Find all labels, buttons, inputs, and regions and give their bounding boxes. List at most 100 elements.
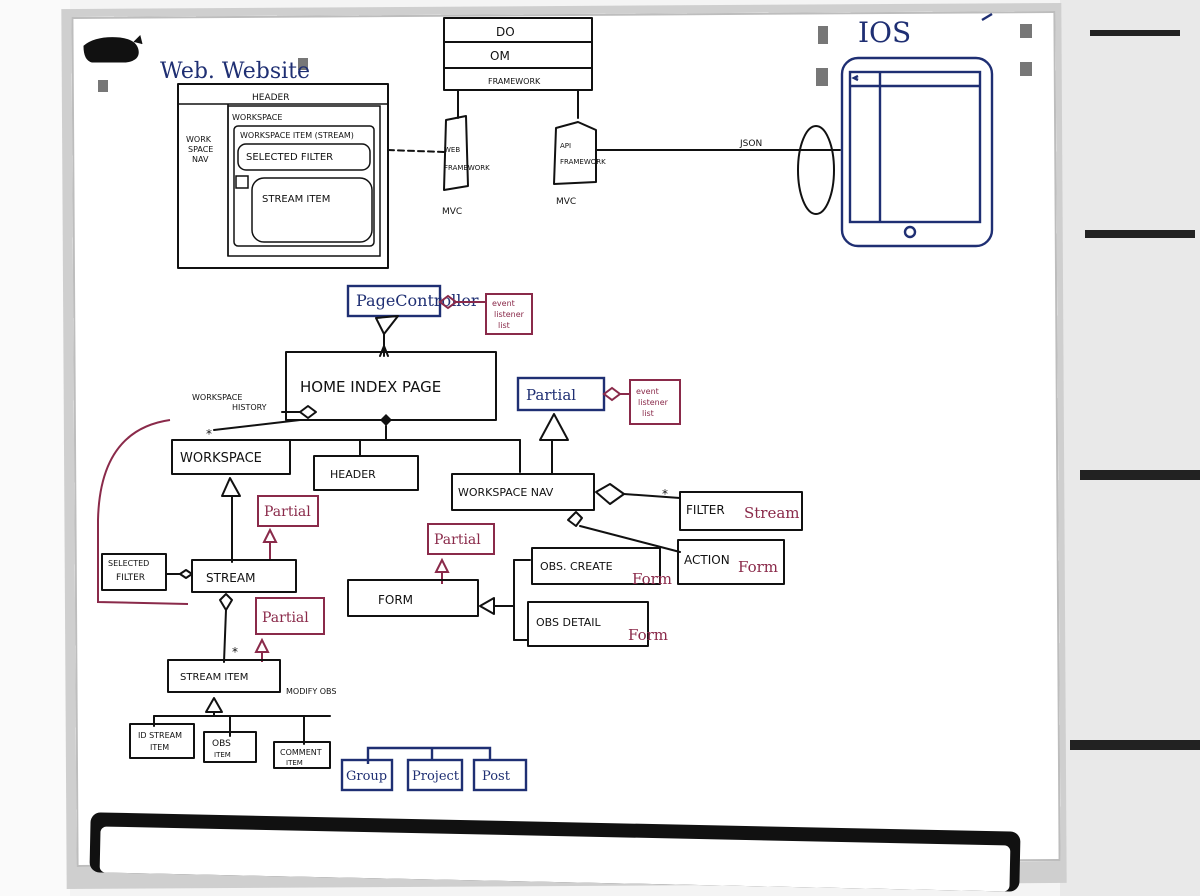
workspace-nav-label: WORKSPACE NAV	[458, 486, 554, 499]
form-label: FORM	[378, 593, 413, 607]
filter-box	[679, 491, 803, 531]
project-box	[406, 758, 464, 792]
stream-item-box	[167, 659, 281, 693]
event-listener-box-1	[485, 293, 533, 335]
framework-label: FRAMEWORK	[488, 77, 541, 86]
child-3-line2: ITEM	[286, 759, 303, 767]
obs-detail-label: OBS DETAIL	[536, 616, 602, 629]
ios-home-button	[903, 225, 917, 239]
header-box	[313, 455, 419, 491]
event-listener-1-line2: listener	[494, 310, 525, 319]
website-selected-filter-label: SELECTED FILTER	[246, 152, 333, 163]
selected-filter-diamond	[179, 569, 193, 579]
selected-filter-label-1: SELECTED	[108, 559, 149, 568]
workspace-history-2: HISTORY	[232, 403, 267, 412]
stream-diamond	[219, 593, 233, 611]
group-label: Group	[346, 769, 387, 784]
page-controller-label: PageController	[356, 291, 479, 310]
web-framework-label-2: FRAMEWORK	[444, 164, 490, 172]
api-framework	[553, 121, 597, 185]
partial-top-label: Partial	[526, 386, 576, 404]
stream-item-multiplicity: *	[232, 645, 238, 659]
website-stream-item-label: STREAM ITEM	[262, 194, 330, 205]
ios-back-arrow	[851, 74, 859, 82]
partial-2-label: Partial	[434, 532, 481, 548]
partial-top-triangle	[539, 413, 569, 441]
child-3-line1: COMMENT	[280, 748, 322, 757]
obs-create-label: OBS. CREATE	[540, 560, 613, 573]
stream-box	[191, 559, 297, 593]
web-framework-mvc: MVC	[442, 207, 462, 217]
multiplicity-star: *	[206, 427, 212, 441]
website-header-label: HEADER	[252, 93, 289, 103]
framework-stack	[443, 17, 593, 91]
shelf	[1085, 230, 1195, 238]
action-label: ACTION	[684, 553, 730, 567]
history-connector	[97, 419, 189, 605]
workspace-label: WORKSPACE	[180, 451, 262, 466]
modify-obs-label: MODIFY OBS	[286, 687, 336, 696]
website-checkbox	[235, 175, 249, 189]
website-workspace-item	[233, 125, 375, 247]
magnet	[818, 26, 828, 44]
workspace-nav-box	[451, 473, 595, 511]
partial-3-label: Partial	[262, 610, 309, 626]
event-listener-1-line3: list	[498, 321, 510, 330]
partial-1-box	[257, 495, 319, 527]
website-browser-outline	[177, 83, 389, 269]
composition-diamond	[380, 414, 392, 426]
action-suffix: Form	[738, 558, 778, 576]
website-link	[387, 149, 445, 153]
magnet	[1020, 24, 1032, 38]
child-2-line1: OBS	[212, 739, 231, 749]
web-framework-label-1: WEB	[444, 146, 460, 154]
child-id-stream-item	[129, 723, 195, 759]
group-box	[340, 758, 394, 792]
api-framework-label-1: API	[560, 142, 571, 150]
form-triangle	[479, 597, 495, 615]
website-workspace-nav-2: SPACE	[188, 145, 213, 154]
stream-item-triangle	[205, 697, 223, 713]
filter-label: FILTER	[686, 503, 725, 517]
workspace-box	[171, 439, 291, 475]
inheritance-triangle	[375, 315, 399, 335]
website-stream-item	[251, 177, 373, 243]
workspace-nav-diamond	[595, 483, 625, 505]
framework-do: DO	[496, 25, 515, 39]
home-index-page-label: HOME INDEX PAGE	[300, 378, 441, 396]
obs-detail-box	[527, 601, 649, 647]
event-listener-box-2	[629, 379, 681, 425]
partial-3-box	[255, 597, 325, 635]
magnet	[98, 80, 108, 92]
child-comment-item	[273, 741, 331, 769]
event-listener-1-line1: event	[492, 299, 515, 308]
website-workspace-item-label: WORKSPACE ITEM (STREAM)	[240, 131, 354, 140]
stream-label: STREAM	[206, 571, 255, 585]
website-workspace-nav-3: NAV	[192, 155, 209, 164]
event-listener-2-line2: listener	[638, 398, 669, 407]
ios-device	[840, 56, 994, 248]
ios-title: IOS	[858, 16, 911, 49]
wall-left	[0, 0, 70, 896]
obs-create-box	[531, 547, 661, 585]
filter-suffix: Stream	[744, 504, 800, 522]
filter-multiplicity: *	[662, 487, 668, 501]
workspace-history-diamond	[299, 405, 317, 419]
ios-screen	[848, 70, 982, 224]
json-channel	[797, 125, 835, 215]
website-selected-filter	[237, 143, 371, 171]
ios-pen-stroke	[981, 12, 993, 22]
api-framework-label-2: FRAMEWORK	[560, 158, 606, 166]
shelf	[1090, 30, 1180, 36]
stream-item-label: STREAM ITEM	[180, 672, 248, 683]
partial-top-diamond	[602, 386, 622, 402]
obs-detail-suffix: Form	[628, 626, 668, 644]
project-label: Project	[412, 769, 460, 784]
json-label: JSON	[739, 139, 762, 149]
event-listener-2-line1: event	[636, 387, 659, 396]
magnet	[1020, 62, 1032, 76]
event-listener-2-line3: list	[642, 409, 654, 418]
shelf	[1080, 470, 1200, 480]
website-workspace-area	[227, 105, 381, 257]
